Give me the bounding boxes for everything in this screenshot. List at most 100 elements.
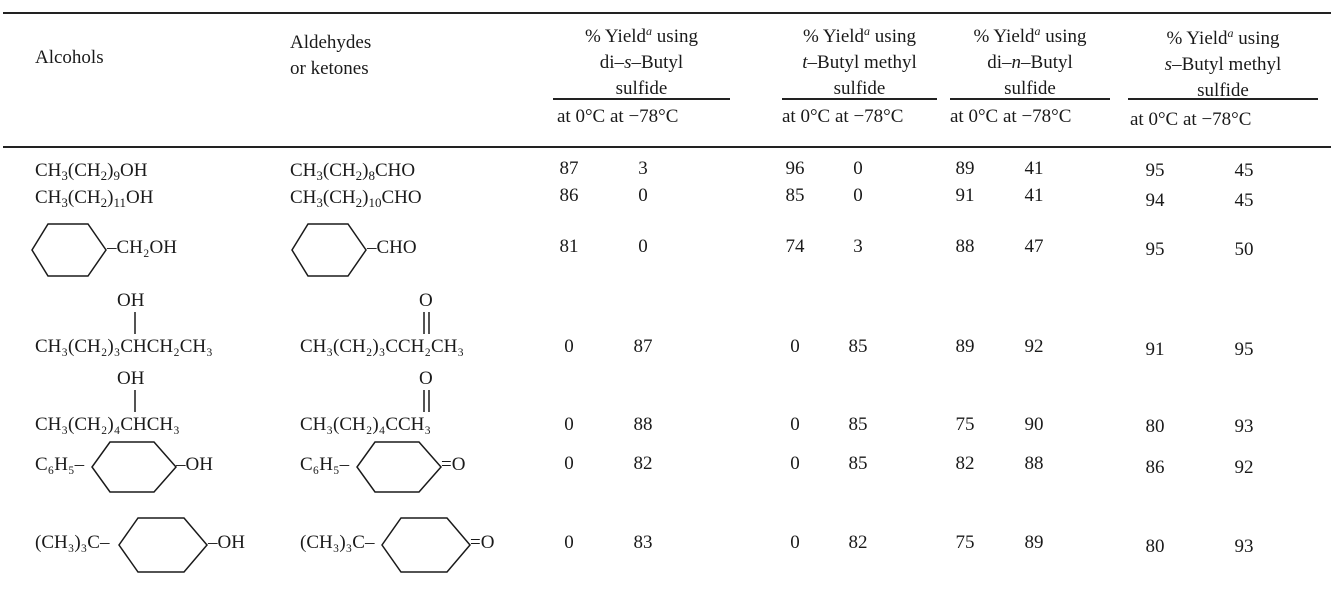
row7-alcohol-suffix: –OH (208, 532, 245, 553)
yield-value: 89 (955, 336, 975, 357)
yield-value: 85 (785, 185, 805, 206)
yield-value: 0 (790, 336, 800, 357)
group-underline-3 (950, 98, 1110, 100)
row5-alcohol: CH₃(CH₂)₄CHCH₃ (35, 414, 180, 435)
yield-value: 88 (1024, 453, 1044, 474)
header-group-3: % Yielda using di–n–Butyl sulfide (973, 24, 1087, 99)
header-aldehydes-line2: or ketones (290, 58, 369, 79)
header-group-4: % Yielda using s–Butyl methyl sulfide (1164, 26, 1282, 101)
row2-carbonyl: CH3(CH2)10CHO (290, 187, 422, 210)
header-group-2: % Yielda using t–Butyl methyl sulfide (802, 24, 917, 99)
yield-value: 0 (790, 414, 800, 435)
yield-value: 95 (1145, 160, 1165, 181)
yield-value: 81 (559, 236, 579, 257)
yield-value: 0 (638, 185, 648, 206)
row6-carbonyl-suffix: =O (441, 454, 466, 475)
yield-value: 88 (633, 414, 653, 435)
yield-value: 3 (638, 158, 648, 179)
yield-value: 92 (1024, 336, 1044, 357)
yield-value: 0 (638, 236, 648, 257)
yield-value: 3 (853, 236, 863, 257)
yield-value: 82 (633, 453, 653, 474)
row1-carbonyl: CH3(CH2)8CHO (290, 160, 416, 183)
yield-value: 41 (1024, 185, 1044, 206)
group-underline-1 (553, 98, 730, 100)
yield-value: 0 (564, 414, 574, 435)
row3-alcohol-suffix: –CH₂OH (107, 237, 177, 258)
cyclohexane-ring-icon (381, 517, 471, 573)
row5-alcohol-oh: OH (117, 368, 145, 389)
yield-value: 93 (1234, 536, 1254, 557)
yield-value: 80 (1145, 536, 1165, 557)
yield-value: 91 (955, 185, 975, 206)
double-bond-line (423, 312, 430, 334)
cyclohexane-ring-icon (91, 441, 177, 493)
yield-value: 91 (1145, 339, 1165, 360)
yield-value: 75 (955, 532, 975, 553)
row6-carbonyl-prefix: C₆H₅– (300, 454, 350, 475)
yield-value: 85 (848, 453, 868, 474)
yield-value: 45 (1234, 160, 1254, 181)
yield-value: 0 (564, 336, 574, 357)
yield-value: 89 (1024, 532, 1044, 553)
yield-value: 90 (1024, 414, 1044, 435)
header-group-1: % Yielda using di–s–Butyl sulfide (585, 24, 698, 99)
row7-alcohol-prefix: (CH₃)₃C– (35, 532, 110, 553)
header-alcohols: Alcohols (35, 47, 104, 68)
row4-carbonyl-o: O (419, 290, 433, 311)
yield-value: 83 (633, 532, 653, 553)
yield-value: 45 (1234, 190, 1254, 211)
row4-carbonyl: CH₃(CH₂)₃CCH₂CH₃ (300, 336, 465, 357)
yield-value: 50 (1234, 239, 1254, 260)
yield-value: 85 (848, 414, 868, 435)
row7-carbonyl-prefix: (CH₃)₃C– (300, 532, 375, 553)
bond-line (134, 390, 136, 412)
bond-line (134, 312, 136, 334)
yield-value: 95 (1145, 239, 1165, 260)
cyclohexane-ring-icon (356, 441, 442, 493)
yield-value: 87 (559, 158, 579, 179)
row1-alcohol: CH3(CH2)9OH (35, 160, 148, 183)
yield-value: 75 (955, 414, 975, 435)
row5-carbonyl: CH₃(CH₂)₄CCH₃ (300, 414, 432, 435)
row2-alcohol: CH3(CH2)11OH (35, 187, 154, 210)
temp-label-2: at 0°C at −78°C (782, 106, 904, 127)
temp-label-4: at 0°C at −78°C (1130, 109, 1252, 130)
table-top-rule (3, 12, 1331, 14)
yield-value: 95 (1234, 339, 1254, 360)
temp-label-3: at 0°C at −78°C (950, 106, 1072, 127)
yield-value: 94 (1145, 190, 1165, 211)
yield-value: 41 (1024, 158, 1044, 179)
yield-value: 82 (848, 532, 868, 553)
yield-value: 80 (1145, 416, 1165, 437)
yield-value: 87 (633, 336, 653, 357)
header-aldehydes: Aldehydes or ketones (290, 30, 371, 82)
yield-value: 0 (790, 532, 800, 553)
cyclohexane-ring-icon (31, 223, 107, 277)
double-bond-line (423, 390, 430, 412)
yield-value: 88 (955, 236, 975, 257)
yield-value: 86 (1145, 457, 1165, 478)
yield-value: 82 (955, 453, 975, 474)
row6-alcohol-suffix: –OH (176, 454, 213, 475)
yield-value: 85 (848, 336, 868, 357)
yield-value: 0 (564, 453, 574, 474)
row6-alcohol-prefix: C₆H₅– (35, 454, 85, 475)
yield-value: 92 (1234, 457, 1254, 478)
yield-value: 89 (955, 158, 975, 179)
yield-value: 93 (1234, 416, 1254, 437)
cyclohexane-ring-icon (291, 223, 367, 277)
yield-value: 74 (785, 236, 805, 257)
yield-value: 47 (1024, 236, 1044, 257)
yield-value: 0 (853, 158, 863, 179)
yield-value: 86 (559, 185, 579, 206)
row4-alcohol-oh: OH (117, 290, 145, 311)
header-aldehydes-line1: Aldehydes (290, 32, 372, 53)
temp-label-1: at 0°C at −78°C (557, 106, 679, 127)
row4-alcohol: CH₃(CH₂)₃CHCH₂CH₃ (35, 336, 213, 357)
group-underline-2 (782, 98, 937, 100)
table-header-rule (3, 146, 1331, 148)
cyclohexane-ring-icon (118, 517, 208, 573)
row7-carbonyl-suffix: =O (470, 532, 495, 553)
yield-value: 96 (785, 158, 805, 179)
